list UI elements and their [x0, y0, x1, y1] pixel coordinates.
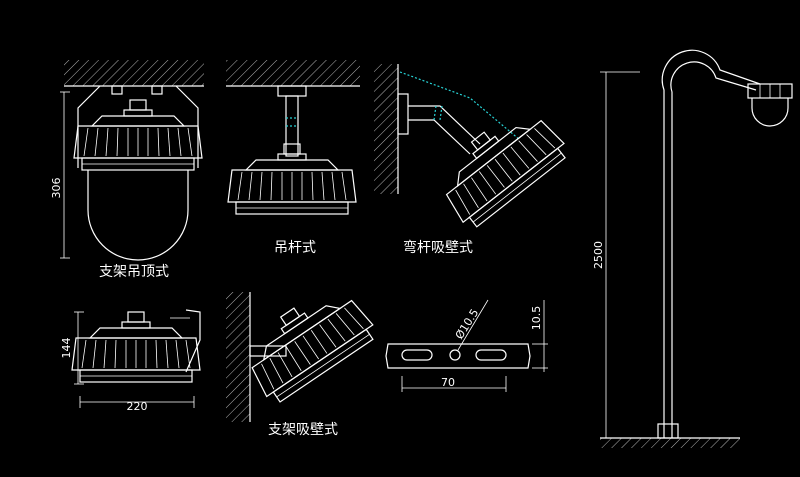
view-bent-rod-wall: 弯杆吸壁式	[374, 64, 572, 256]
ceiling-hatch	[64, 60, 204, 86]
glass-dome	[87, 170, 189, 261]
view-mounting-plate: Ø10.5 10.5 70	[385, 299, 548, 392]
slot-right	[475, 349, 507, 361]
view-bracket-wall: 支架吸壁式	[226, 276, 381, 438]
view-street-pole: 2500	[592, 49, 793, 448]
label-pendant-rod: 吊杆式	[274, 240, 316, 256]
view-pendant-rod: 吊杆式	[226, 60, 360, 256]
ceiling-hatch-2	[226, 60, 360, 86]
mounting-hole	[449, 349, 461, 361]
label-bracket-ceiling: 支架吊顶式	[99, 264, 169, 280]
dim-hole-diameter: Ø10.5	[453, 307, 482, 342]
mounting-plate	[385, 343, 531, 369]
pole	[661, 49, 761, 438]
view-front-dimensions: 144 220	[60, 309, 201, 413]
wall-hatch-2	[226, 292, 250, 422]
view-bracket-ceiling: 306 支架吊顶式	[50, 60, 204, 280]
dim-width-220: 220	[127, 400, 148, 413]
dim-height-144: 144	[60, 338, 73, 359]
wall-hatch	[374, 64, 398, 194]
dim-slot-spacing: 70	[441, 376, 455, 389]
label-bent-rod-wall: 弯杆吸壁式	[403, 239, 473, 256]
dim-slot-width: 10.5	[530, 306, 543, 331]
slot-left	[401, 349, 433, 361]
dim-pole-height: 2500	[592, 241, 605, 269]
label-bracket-wall: 支架吸壁式	[268, 422, 338, 438]
dim-height-306: 306	[50, 178, 63, 199]
ground-hatch	[600, 438, 740, 448]
